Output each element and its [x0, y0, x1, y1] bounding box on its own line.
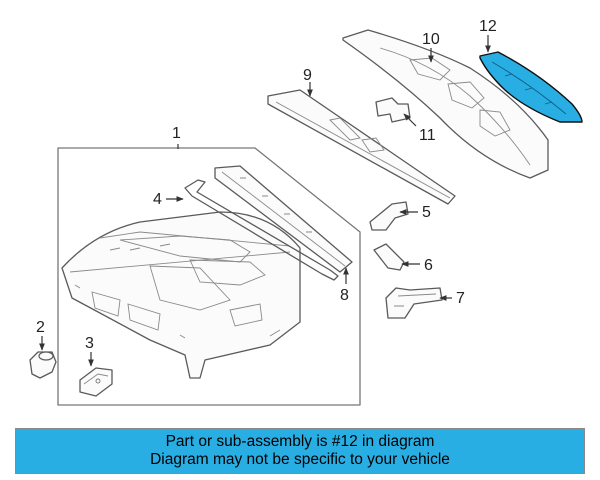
- seal-strip-part: [184, 179, 339, 281]
- bracket-5-part: [369, 201, 409, 231]
- assembly-box: [57, 147, 361, 406]
- callout-10: 10: [422, 31, 440, 48]
- clip-block-part: [79, 367, 113, 397]
- highlighted-trim-part: [479, 51, 583, 123]
- part-info-banner: Part or sub-assembly is #12 in diagram D…: [15, 428, 585, 474]
- callout-9: 9: [303, 67, 312, 84]
- callout-11: 11: [419, 127, 436, 144]
- bracket-part: [375, 97, 411, 123]
- leader-lines: [39, 35, 491, 367]
- callout-1: 1: [172, 125, 181, 142]
- package-tray-part: [61, 211, 301, 379]
- grommet-part: [29, 351, 57, 379]
- rear-deck-panel-part: [342, 29, 549, 179]
- banner-line-2: Diagram may not be specific to your vehi…: [150, 451, 450, 468]
- trim-panel-part: [214, 165, 353, 273]
- clip-6-part: [373, 243, 405, 271]
- bracket-7-part: [385, 287, 443, 319]
- cargo-cover-part: [267, 89, 456, 205]
- callout-5: 5: [422, 204, 431, 221]
- banner-line-1: Part or sub-assembly is #12 in diagram: [165, 433, 435, 450]
- callout-8: 8: [340, 287, 349, 304]
- callout-6: 6: [424, 257, 433, 274]
- callout-4: 4: [153, 191, 162, 208]
- callout-7: 7: [456, 290, 465, 307]
- callout-2: 2: [36, 319, 45, 336]
- callout-12: 12: [479, 18, 497, 35]
- callout-3: 3: [85, 335, 94, 352]
- parts-diagram: 1 2 3 4 5 6 7 8 9 10 11 12: [29, 18, 583, 406]
